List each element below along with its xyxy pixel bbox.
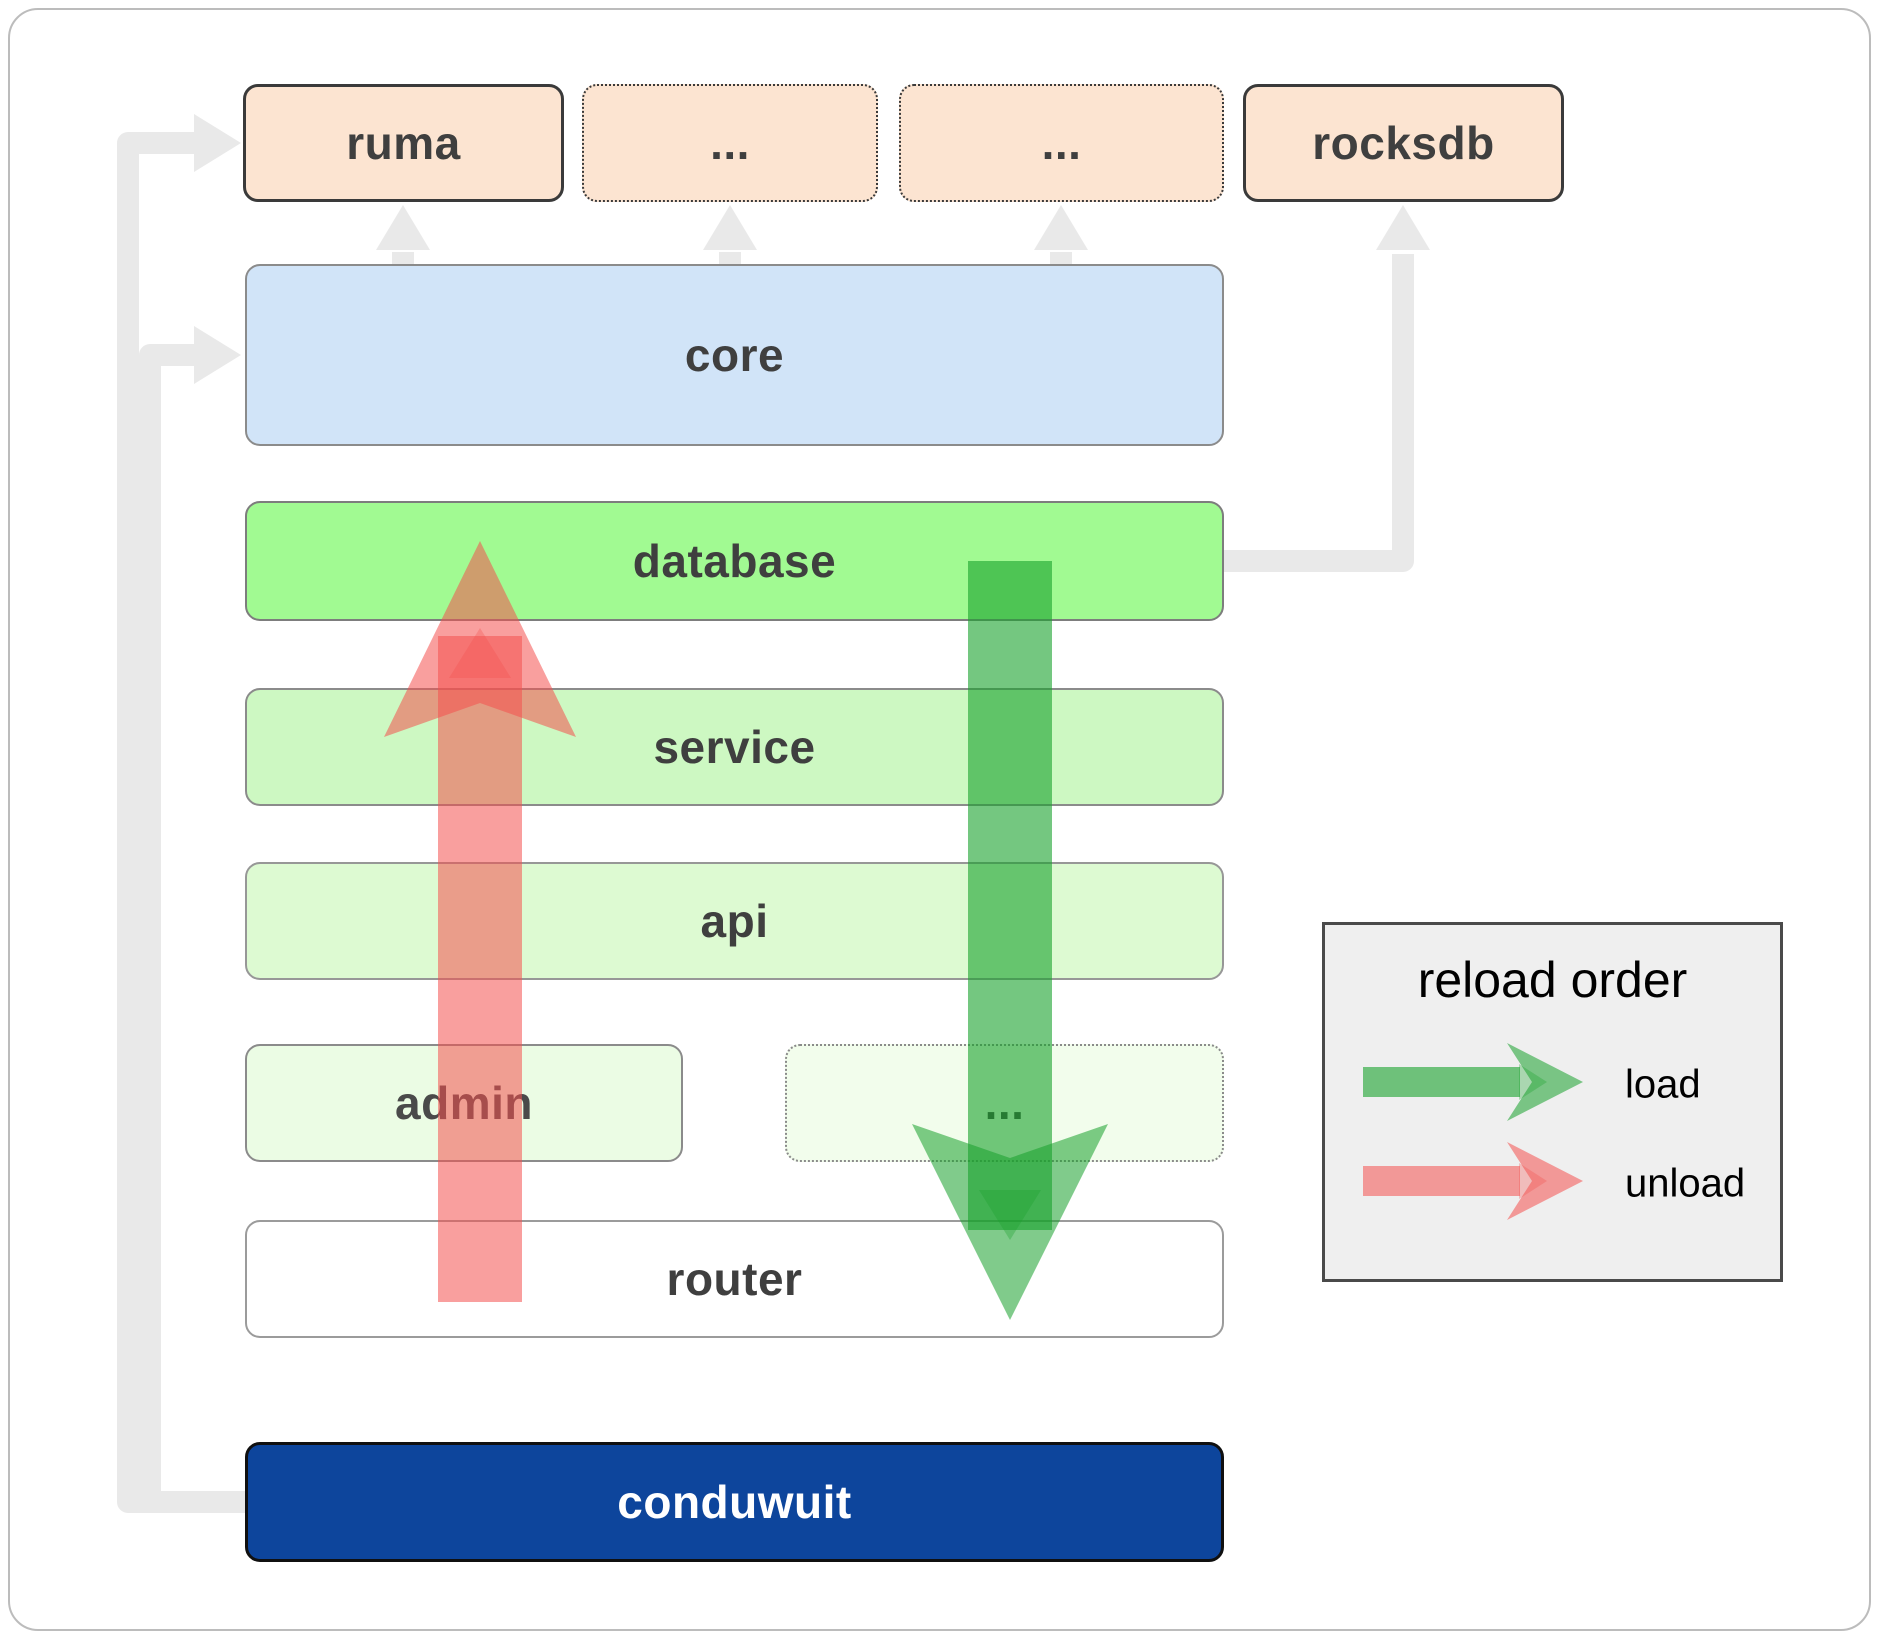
node-ellipsis-top-2: ... bbox=[899, 84, 1224, 202]
legend-label-unload: unload bbox=[1625, 1161, 1746, 1206]
legend-title: reload order bbox=[1417, 952, 1688, 1008]
node-api: api bbox=[245, 862, 1224, 980]
node-router: router bbox=[245, 1220, 1224, 1338]
node-ruma: ruma bbox=[243, 84, 564, 202]
node-rocksdb: rocksdb bbox=[1243, 84, 1564, 202]
node-service: service bbox=[245, 688, 1224, 806]
legend-label-load: load bbox=[1625, 1062, 1701, 1107]
node-database: database bbox=[245, 501, 1224, 621]
outer-frame bbox=[8, 8, 1871, 1631]
node-admin: admin bbox=[245, 1044, 683, 1162]
node-ellipsis-top-1: ... bbox=[582, 84, 878, 202]
node-core: core bbox=[245, 264, 1224, 446]
node-conduwuit: conduwuit bbox=[245, 1442, 1224, 1562]
node-ellipsis-admin: ... bbox=[785, 1044, 1224, 1162]
legend: reload order load unload bbox=[1322, 922, 1783, 1282]
